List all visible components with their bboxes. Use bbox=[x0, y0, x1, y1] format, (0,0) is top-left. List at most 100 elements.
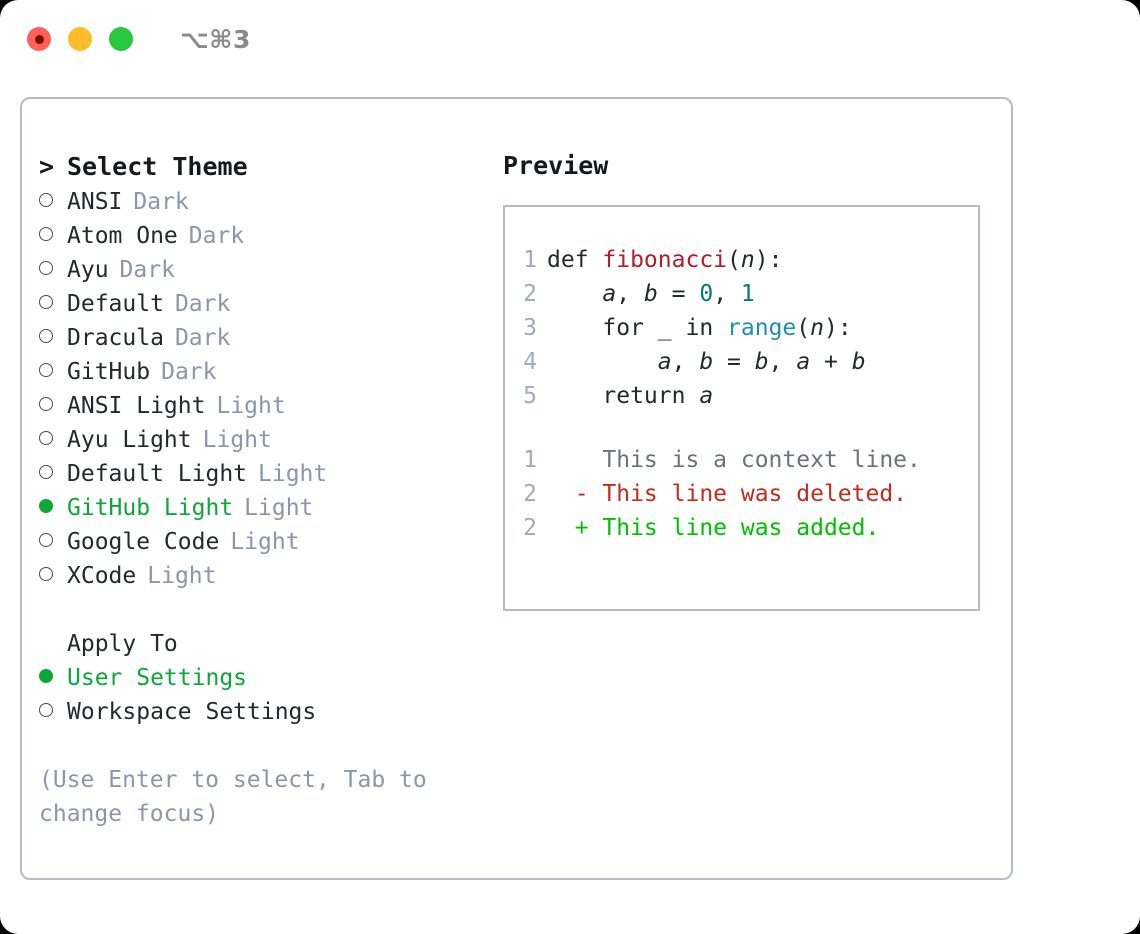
radio-marker bbox=[39, 287, 67, 321]
apply-to-title: Apply To bbox=[67, 631, 178, 657]
diff-sign: - bbox=[547, 481, 603, 507]
keyboard-hint: (Use Enter to select, Tab to change focu… bbox=[39, 767, 427, 827]
code-line: 5 return a bbox=[505, 379, 978, 413]
radio-marker bbox=[39, 321, 67, 355]
diff-line-number: 2 bbox=[523, 481, 537, 507]
code-line-text: a, b = b, a + b bbox=[547, 345, 866, 379]
radio-unselected-icon bbox=[39, 397, 53, 411]
code-token-kw: def bbox=[547, 247, 603, 273]
minimize-button[interactable] bbox=[68, 27, 92, 51]
code-line-number: 1 bbox=[523, 247, 537, 273]
theme-item-10[interactable]: Google Code Light bbox=[39, 525, 479, 559]
theme-item-label: Google Code bbox=[67, 529, 220, 555]
code-token-var: b bbox=[754, 349, 769, 375]
theme-item-label: Atom One bbox=[67, 223, 178, 249]
theme-picker-header: > Select Theme bbox=[39, 149, 479, 185]
diff-line-text-add: + This line was added. bbox=[547, 511, 880, 545]
radio-marker bbox=[39, 389, 67, 423]
diff-sign bbox=[547, 447, 602, 473]
code-line-number: 3 bbox=[523, 315, 537, 341]
radio-unselected-icon bbox=[39, 703, 53, 717]
radio-selected-icon bbox=[39, 669, 53, 683]
diff-line: 1 This is a context line. bbox=[505, 443, 978, 477]
theme-item-label: Default Light bbox=[67, 461, 248, 487]
theme-variant-badge: Dark bbox=[119, 257, 175, 283]
theme-variant-badge: Light bbox=[244, 495, 314, 521]
theme-item-label: ANSI bbox=[67, 189, 123, 215]
preview-title: Preview bbox=[503, 151, 609, 180]
radio-unselected-icon bbox=[39, 329, 53, 343]
code-token-punc: = bbox=[657, 281, 700, 307]
code-token-var: a bbox=[796, 349, 811, 375]
apply-to-option-label: Workspace Settings bbox=[67, 699, 317, 725]
maximize-button[interactable] bbox=[109, 27, 133, 51]
diff-line-text-ctx: This is a context line. bbox=[547, 443, 921, 477]
code-line: 2 a, b = 0, 1 bbox=[505, 277, 978, 311]
theme-variant-badge: Light bbox=[230, 529, 300, 555]
code-token-punc: ( bbox=[796, 315, 811, 341]
code-token-var: a bbox=[657, 349, 672, 375]
code-token-kw bbox=[547, 349, 658, 375]
apply-to-heading: Apply To bbox=[39, 627, 479, 661]
code-token-punc: ( bbox=[727, 247, 741, 273]
radio-marker bbox=[39, 423, 67, 457]
theme-item-5[interactable]: GitHub Dark bbox=[39, 355, 479, 389]
theme-item-label: GitHub bbox=[67, 359, 151, 385]
code-token-var: n bbox=[810, 315, 824, 341]
diff-text: This is a context line. bbox=[602, 447, 921, 473]
close-button[interactable] bbox=[27, 27, 51, 51]
theme-item-8[interactable]: Default Light Light bbox=[39, 457, 479, 491]
code-token-var: a bbox=[699, 383, 714, 409]
theme-item-label: ANSI Light bbox=[67, 393, 206, 419]
title-bar: ⌥⌘3 bbox=[0, 0, 1140, 78]
code-token-var: _ bbox=[657, 315, 672, 341]
code-token-kw bbox=[547, 281, 602, 307]
diff-line: 2 - This line was deleted. bbox=[505, 477, 978, 511]
apply-to-option-0[interactable]: User Settings bbox=[39, 661, 479, 695]
code-token-punc: , bbox=[713, 281, 741, 307]
code-line: 3 for _ in range(n): bbox=[505, 311, 978, 345]
diff-text: This line was added. bbox=[602, 515, 880, 541]
diff-line-number: 1 bbox=[523, 447, 537, 473]
theme-item-6[interactable]: ANSI Light Light bbox=[39, 389, 479, 423]
diff-line-text-del: - This line was deleted. bbox=[547, 477, 907, 511]
traffic-light-group bbox=[27, 27, 133, 51]
code-token-punc: + bbox=[810, 349, 852, 375]
code-token-var: b bbox=[851, 349, 866, 375]
diff-sample: 1 This is a context line.2 - This line w… bbox=[505, 443, 978, 545]
theme-item-label: Ayu Light bbox=[67, 427, 192, 453]
theme-variant-badge: Dark bbox=[174, 325, 231, 351]
code-token-kw: for bbox=[547, 315, 658, 341]
code-token-var: b bbox=[699, 349, 714, 375]
theme-item-label: XCode bbox=[67, 563, 137, 589]
code-line-text: return a bbox=[547, 379, 713, 413]
keyboard-shortcut-label: ⌥⌘3 bbox=[180, 24, 251, 54]
theme-variant-badge: Light bbox=[216, 393, 286, 419]
code-token-num: 0 bbox=[699, 281, 714, 307]
radio-marker bbox=[39, 525, 67, 559]
apply-to-option-1[interactable]: Workspace Settings bbox=[39, 695, 479, 729]
radio-unselected-icon bbox=[39, 431, 53, 445]
code-token-kw: in bbox=[671, 315, 728, 341]
radio-unselected-icon bbox=[39, 193, 53, 207]
radio-marker bbox=[39, 253, 67, 287]
code-token-punc: ): bbox=[754, 247, 783, 273]
theme-variant-badge: Light bbox=[258, 461, 328, 487]
theme-variant-badge: Dark bbox=[161, 359, 217, 385]
section-spacer bbox=[39, 593, 479, 627]
code-line-text: def fibonacci(n): bbox=[547, 243, 782, 277]
code-line: 4 a, b = b, a + b bbox=[505, 345, 978, 379]
radio-unselected-icon bbox=[39, 567, 53, 581]
